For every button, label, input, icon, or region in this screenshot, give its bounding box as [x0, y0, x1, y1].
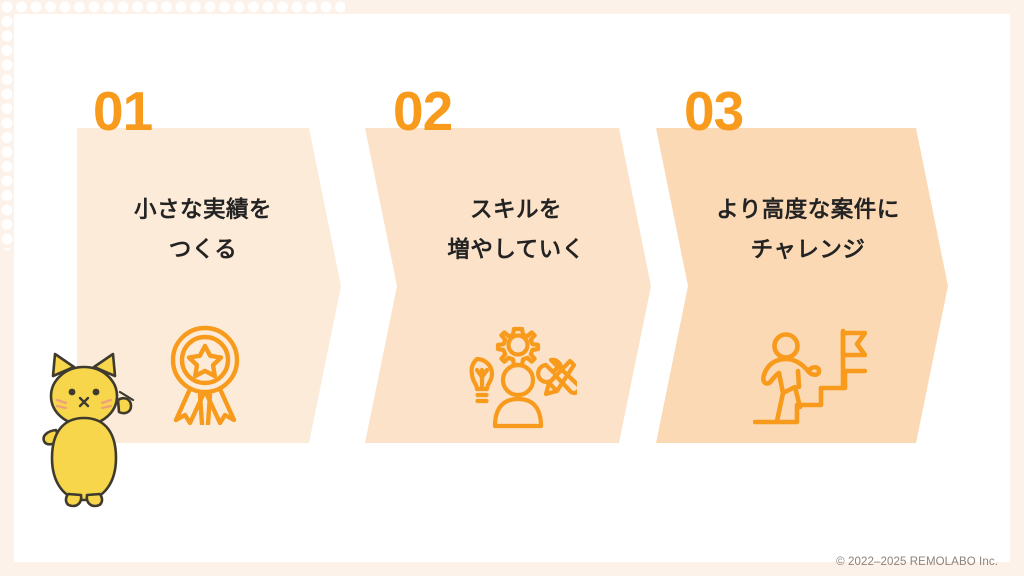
- step-number-01: 01: [93, 80, 153, 142]
- cat-mascot-pointing: [30, 352, 158, 517]
- step-number-02: 02: [393, 80, 453, 142]
- step-headline-01: 小さな実績を つくる: [133, 197, 272, 263]
- step-headline-02: スキルを 増やしていく: [447, 197, 585, 263]
- footer-copyright: © 2022–2025 REMOLABO Inc.: [836, 556, 998, 568]
- step-panel-02: 02 スキルを 増やしていく: [365, 84, 651, 443]
- skill-growth-person-gear-icon: [375, 325, 661, 429]
- step-panel-01: 01 小さな実績を つくる: [77, 84, 341, 443]
- step-panel-01-chevron-shape: [77, 128, 341, 443]
- frame-band-right: [1010, 0, 1024, 576]
- step-panel-03: 03 より高度な案件に チャレンジ: [656, 84, 948, 443]
- step-panel-03-chevron-shape: [656, 128, 948, 443]
- frame-band-bottom: [0, 562, 1024, 576]
- stairs-climb-flag-goal-icon: [664, 321, 956, 429]
- step-panel-02-chevron-shape: [365, 128, 651, 443]
- award-medal-ribbon-icon: [73, 325, 337, 425]
- step-number-03: 03: [684, 80, 744, 142]
- step-headline-03: より高度な案件に チャレンジ: [716, 197, 900, 263]
